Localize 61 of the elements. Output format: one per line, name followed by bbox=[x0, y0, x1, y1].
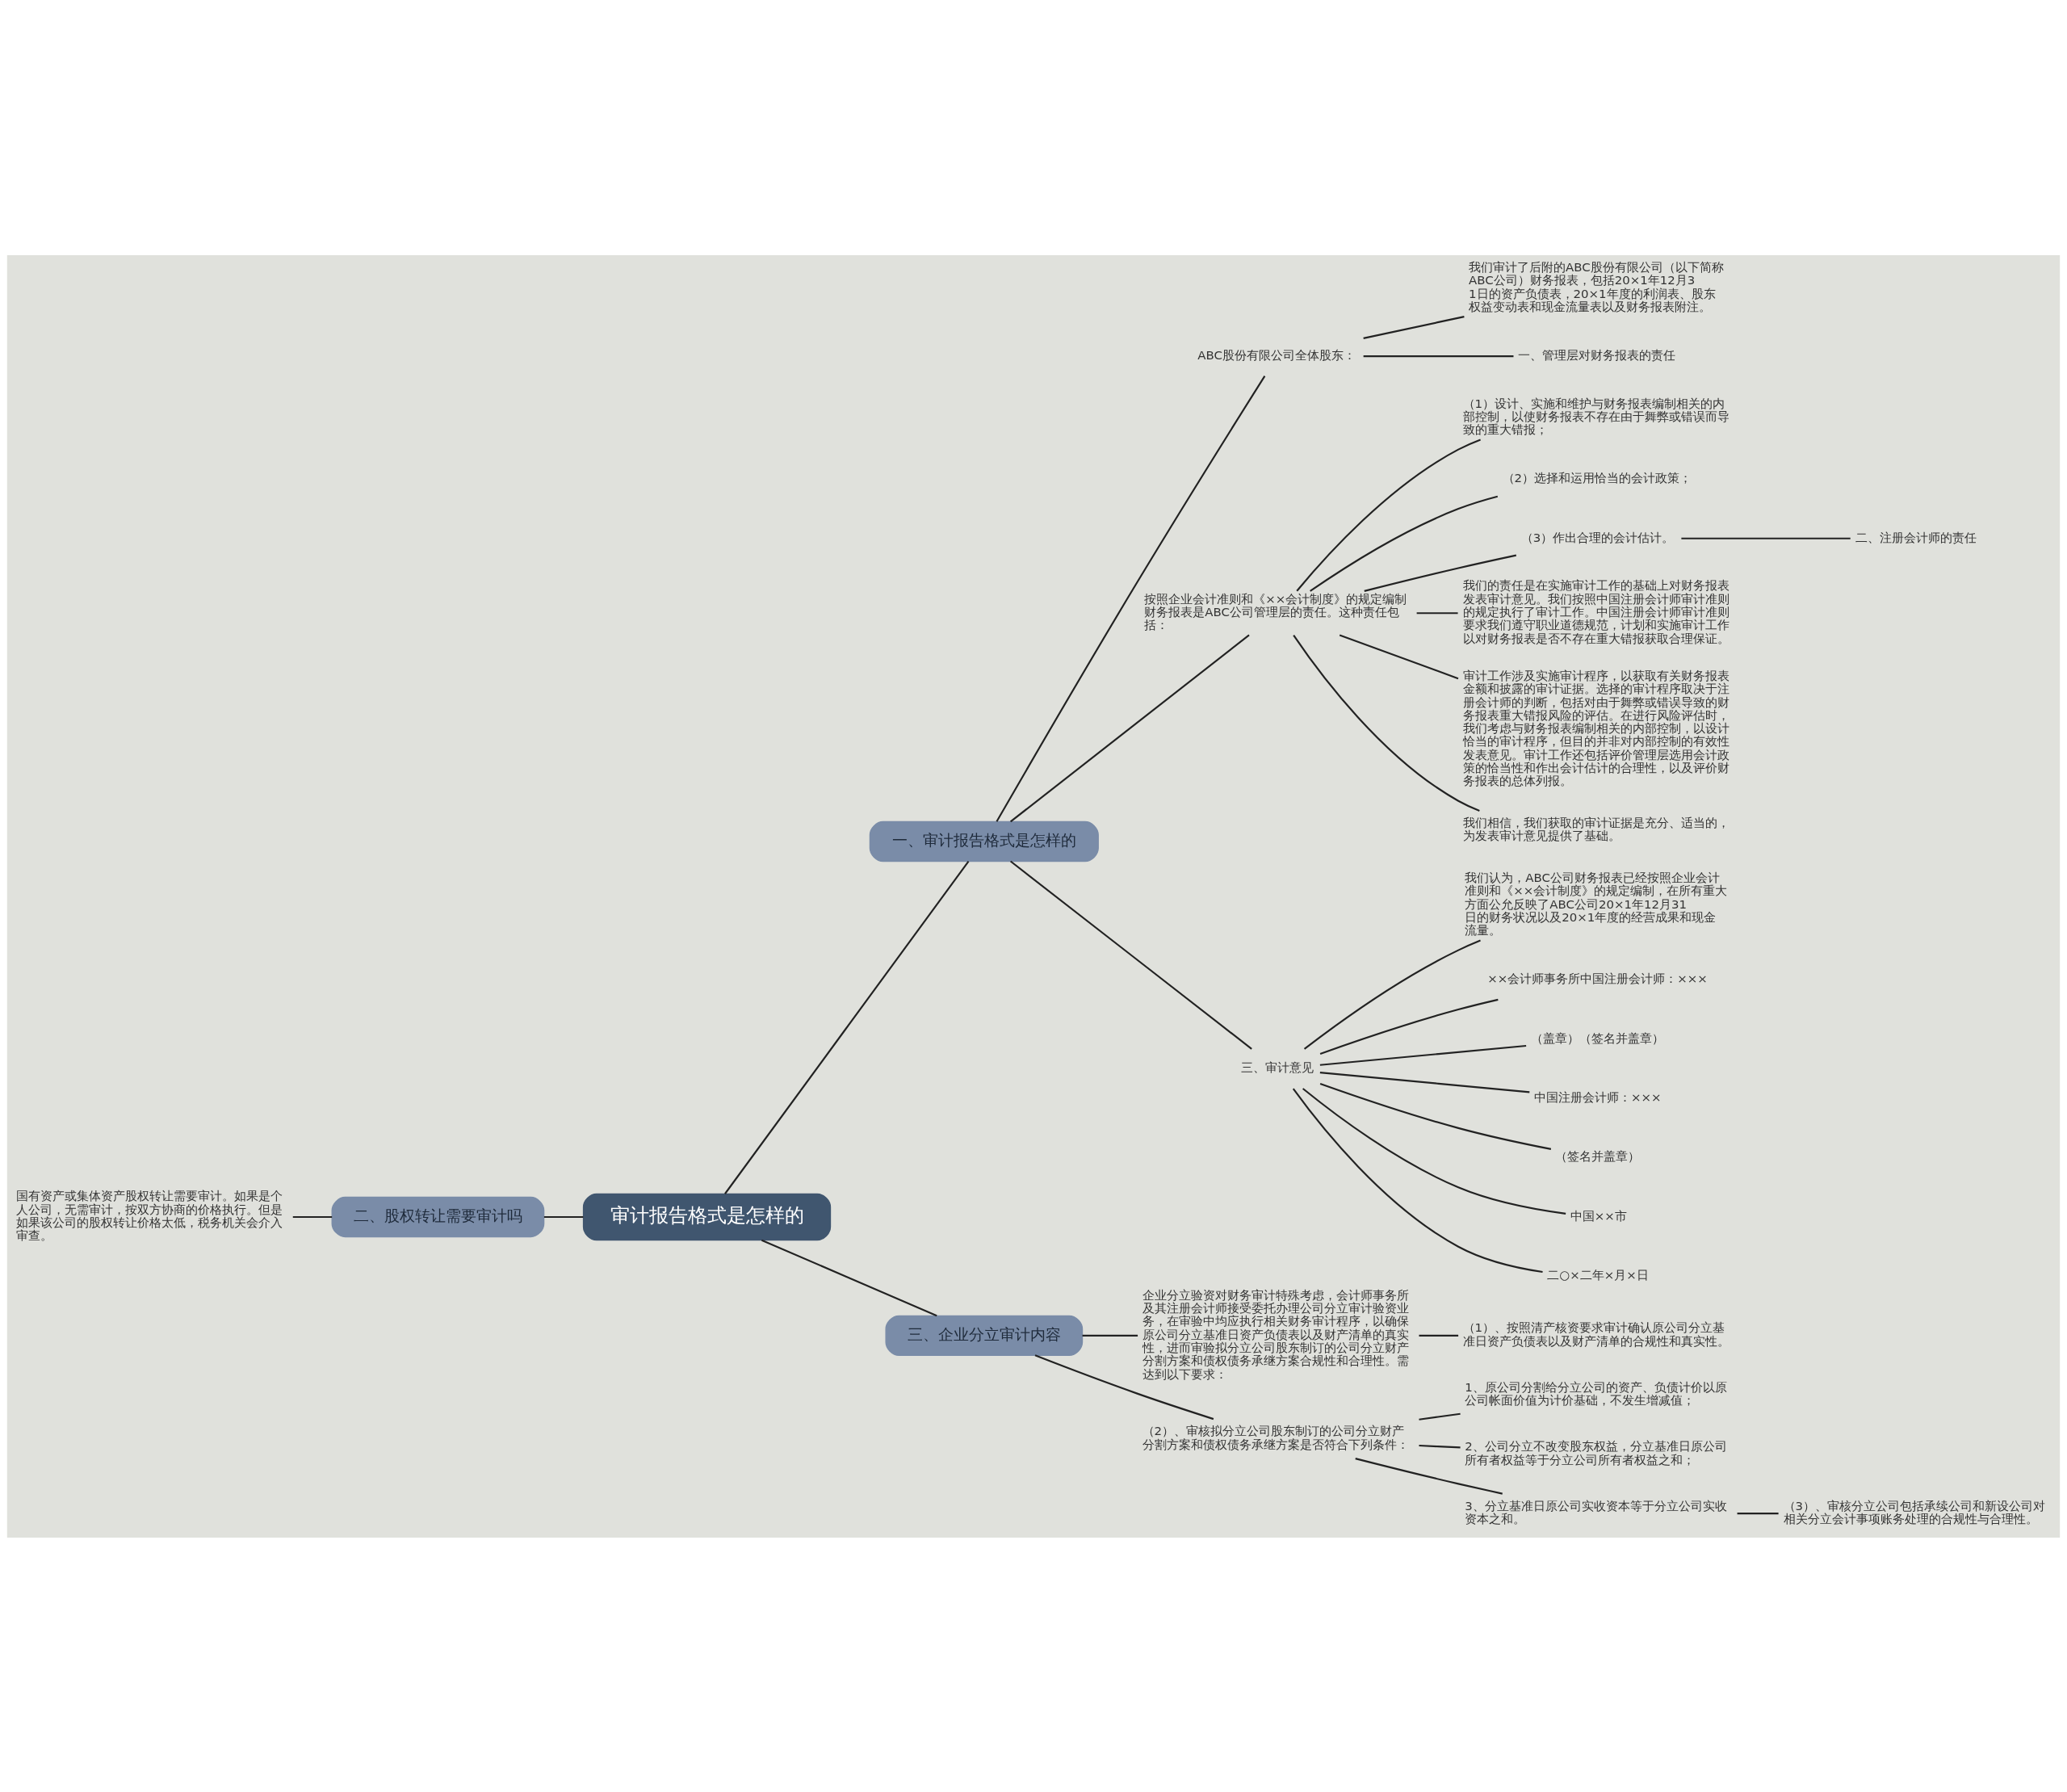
node-text: 3、分立基准日原公司实收资本等于分立公司实收资本之和。 bbox=[1465, 1498, 1727, 1526]
node-text: ××会计师事务所中国注册会计师：××× bbox=[1487, 971, 1708, 986]
node-box: 一、审计报告格式是怎样的 bbox=[869, 820, 1099, 862]
node-text: 我们审计了后附的ABC股份有限公司（以下简称ABC公司）财务报表，包括20×1年12月31日的资产负债表，20×1年度的利润表、股东权益变动表和现金流量表以及财务报表附注。 bbox=[1469, 259, 1724, 314]
node-text: 中国××市 bbox=[1570, 1208, 1627, 1223]
node-text: 国有资产或集体资产股权转让需要审计。如果是个人公司，无需审计，按双方协商的价格执行。但是如果该公司的股权转让价格太低，税务机关会介入审查。 bbox=[15, 1188, 283, 1243]
node-text: 我们相信，我们获取的审计证据是充分、适当的，为发表审计意见提供了基础。 bbox=[1462, 815, 1729, 843]
node-text: （1）、按照清产核资要求审计确认原公司分立基准日资产负债表以及财产清单的合规性和真实性。 bbox=[1462, 1320, 1729, 1349]
connector bbox=[1339, 633, 1459, 679]
connector bbox=[1419, 1334, 1459, 1337]
connector bbox=[1364, 554, 1517, 592]
connector bbox=[1363, 315, 1465, 339]
node-text: （签名并盖章） bbox=[1555, 1148, 1641, 1164]
node-box: 二、股权转让需要审计吗 bbox=[331, 1196, 545, 1237]
connector bbox=[1416, 611, 1458, 614]
node-box: 三、企业分立审计内容 bbox=[885, 1315, 1084, 1356]
node-text: 2、公司分立不改变股东权益，分立基准日原公司所有者权益等于分立公司所有者权益之和； bbox=[1465, 1438, 1727, 1467]
connector bbox=[1419, 1444, 1461, 1449]
node-text: 按照企业会计准则和《××会计制度》的规定编制财务报表是ABC公司管理层的责任。这种责任包括： bbox=[1144, 591, 1407, 632]
connector bbox=[724, 860, 970, 1194]
connector bbox=[1302, 1087, 1566, 1215]
connector bbox=[1082, 1334, 1138, 1337]
connector bbox=[1319, 1071, 1530, 1093]
connector bbox=[1009, 860, 1252, 1050]
connector bbox=[1319, 998, 1499, 1055]
node-text: （1）设计、实施和维护与财务报表编制相关的内部控制，以使财务报表不存在由于舞弊或错误而导致的重大错报； bbox=[1462, 396, 1729, 437]
connector bbox=[1034, 1353, 1214, 1420]
node-text: 我们认为，ABC公司财务报表已经按照企业会计准则和《××会计制度》的规定编制，在所有重大方面公允反映了ABC公司20×1年12月31日的财务状况以及20×1年度的经营成果和现金流量。 bbox=[1465, 870, 1728, 938]
node-text: 我们的责任是在实施审计工作的基础上对财务报表发表审计意见。我们按照中国注册会计师审计准则的规定执行了审计工作。中国注册会计师审计准则要求我们遵守职业道德规范，计划和实施审计工作以对财务报表是否不存在重大错报获取合理保证。 bbox=[1462, 577, 1729, 646]
node-text: ABC股份有限公司全体股东： bbox=[1197, 347, 1356, 363]
node-text: （盖章）（签名并盖章） bbox=[1530, 1030, 1664, 1046]
node-text: （3）作出合理的会计估计。 bbox=[1520, 530, 1675, 545]
connector bbox=[1319, 1082, 1552, 1150]
connector bbox=[1363, 355, 1514, 357]
node-text: 一、管理层对财务报表的责任 bbox=[1518, 347, 1676, 363]
connector bbox=[1355, 1457, 1503, 1495]
connector bbox=[761, 1239, 937, 1316]
connector bbox=[996, 375, 1266, 822]
node-text: 企业分立验资对财务审计特殊考虑，会计师事务所及其注册会计师接受委托办理公司分立审计验资业务，在审验中均应执行相关财务审计程序，以确保原公司分立基准日资产负债表以及财产清单的真实性，进而审验拟分立公司股东制订的公司分立财产分割方案和债权债务承继方案合规性和合理性。需达到以下要求： bbox=[1142, 1287, 1409, 1382]
node-text: 二○×二年×月×日 bbox=[1547, 1267, 1649, 1282]
connector bbox=[1292, 1088, 1543, 1273]
connector bbox=[1737, 1512, 1779, 1514]
connector bbox=[1296, 438, 1481, 591]
connector bbox=[1419, 1412, 1461, 1421]
connector bbox=[1293, 634, 1480, 812]
connector bbox=[1319, 1044, 1527, 1066]
node-text: （2）选择和运用恰当的会计政策； bbox=[1502, 470, 1692, 485]
node-text: （2）、审核拟分立公司股东制订的公司分立财产分割方案和债权债务承继方案是否符合下列条件： bbox=[1142, 1423, 1409, 1452]
connector bbox=[1009, 634, 1250, 822]
connector bbox=[292, 1215, 333, 1218]
connector bbox=[1303, 939, 1481, 1050]
connector bbox=[1681, 537, 1851, 539]
node-text: 审计工作涉及实施审计程序，以获取有关财务报表金额和披露的审计证据。选择的审计程序取决于注册会计师的判断，包括对由于舞弊或错误导致的财务报表重大错报风险的评估。在进行风险评估时，我们考虑与财务报表编制相关的内部控制，以设计恰当的审计程序，但目的并非对内部控制的有效性发表意见。审计工作还包括评价管理层选用会计政策的恰当性和作出会计估计的合理性，以及评价财务报表的总体列报。 bbox=[1462, 668, 1729, 788]
connector bbox=[543, 1215, 584, 1218]
node-text: （3）、审核分立公司包括承续公司和新设公司对相关分立会计事项账务处理的合规性与合理性。 bbox=[1783, 1498, 2046, 1526]
node-text: 二、注册会计师的责任 bbox=[1855, 530, 1977, 545]
node-box: 审计报告格式是怎样的 bbox=[582, 1193, 832, 1240]
connector bbox=[1310, 495, 1499, 592]
node-text: 三、审计意见 bbox=[1240, 1060, 1314, 1075]
node-text: 1、原公司分割给分立公司的资产、负债计价以原公司帐面价值为计价基础，不发生增减值； bbox=[1465, 1379, 1727, 1408]
node-text: 中国注册会计师：××× bbox=[1533, 1089, 1662, 1105]
